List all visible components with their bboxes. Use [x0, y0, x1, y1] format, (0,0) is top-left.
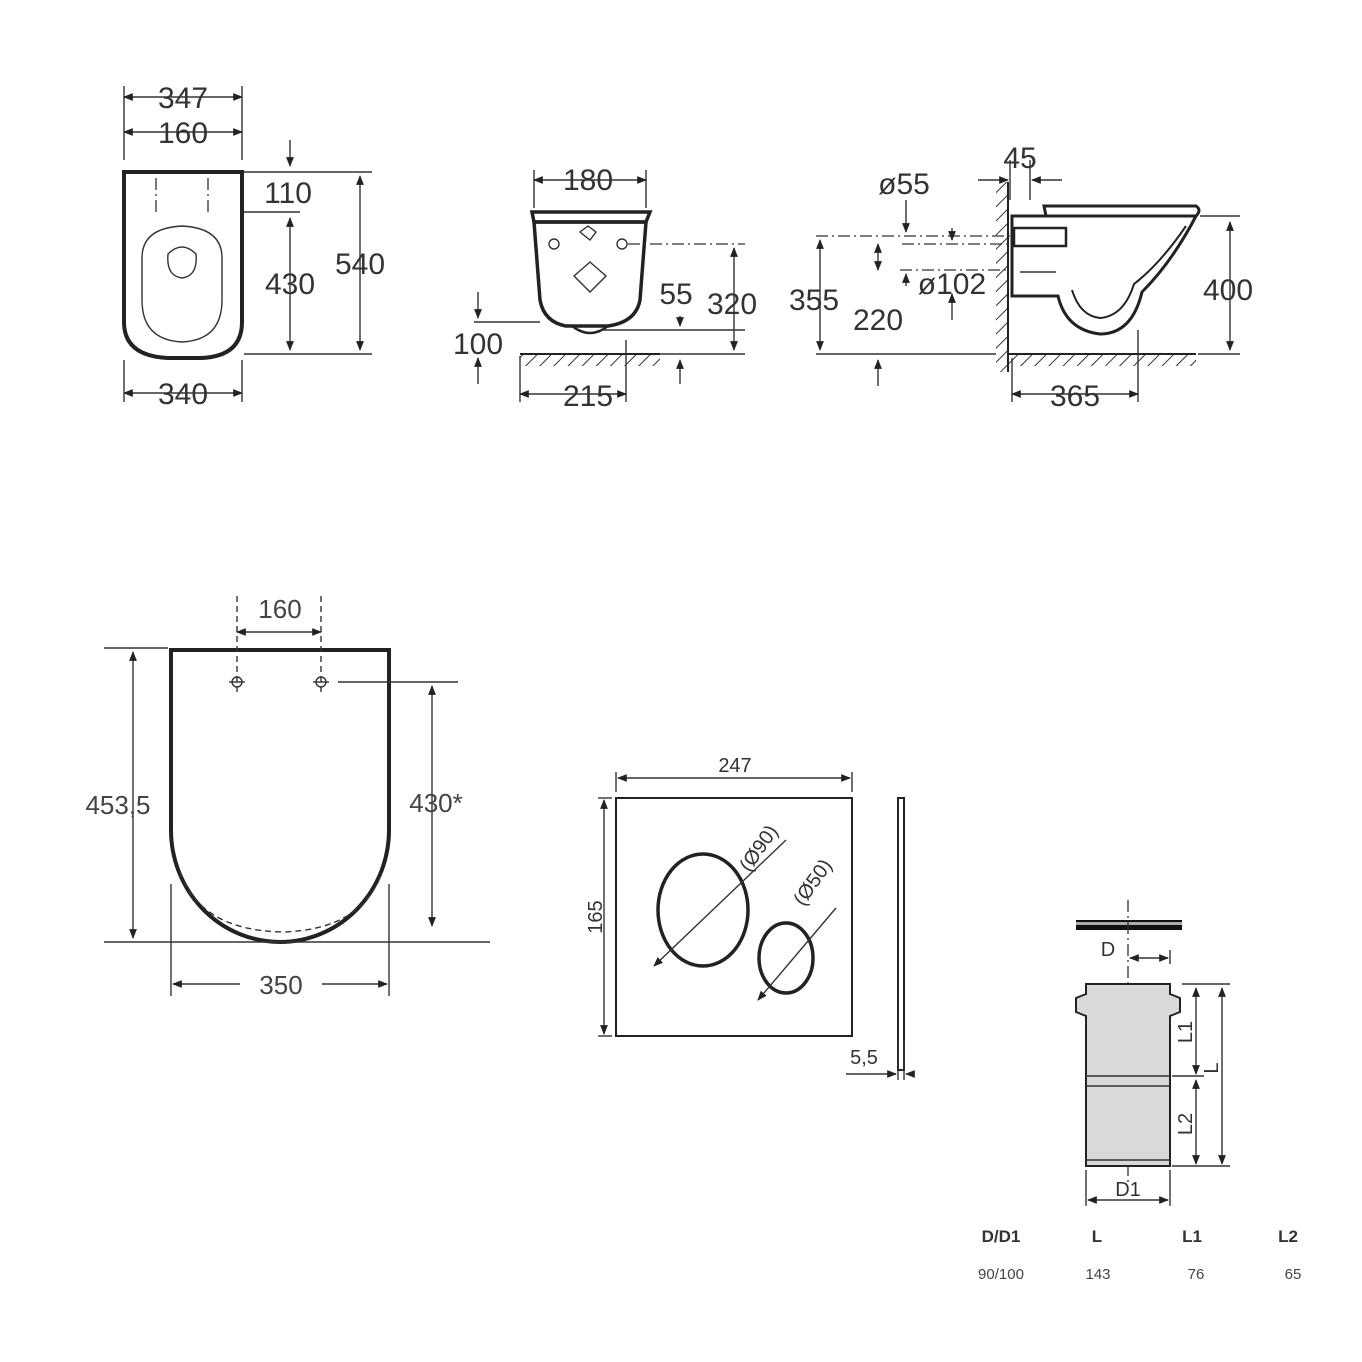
- dim-100: 100: [453, 328, 503, 361]
- table-header-l2: L2: [1278, 1227, 1298, 1246]
- toilet-top-view: 347 160 110 430 540 340: [122, 82, 385, 411]
- dim-247: 247: [718, 755, 751, 777]
- dim-347: 347: [158, 82, 208, 115]
- dim-5-5: 5,5: [850, 1047, 878, 1069]
- table-value-d: 90/100: [978, 1266, 1024, 1283]
- dim-phi50: (Ø50): [789, 855, 836, 909]
- dim-phi90: (Ø90): [735, 821, 782, 875]
- dim-215: 215: [563, 380, 613, 413]
- toilet-side-view: 45 ø55 355 220 ø102 400 365: [789, 142, 1253, 413]
- connector-pipe-drawing: D L1 L L2 D1: [1075, 900, 1230, 1206]
- dim-453-5: 453,5: [85, 790, 150, 820]
- connector-table: D/D1 L L1 L2 90/100 143 76 65: [978, 1227, 1301, 1283]
- dim-430-star: 430*: [409, 788, 463, 818]
- dim-45: 45: [1003, 142, 1036, 175]
- label-L2: L2: [1175, 1113, 1197, 1135]
- dim-180: 180: [563, 164, 613, 197]
- dim-220: 220: [853, 304, 903, 337]
- table-value-l2: 65: [1285, 1266, 1302, 1283]
- table-value-l: 143: [1085, 1266, 1110, 1283]
- label-D1: D1: [1115, 1179, 1141, 1201]
- dim-340: 340: [158, 378, 208, 411]
- table-header-d: D/D1: [982, 1227, 1021, 1246]
- dim-540: 540: [335, 248, 385, 281]
- label-L1: L1: [1175, 1021, 1197, 1043]
- dim-365: 365: [1050, 380, 1100, 413]
- label-D: D: [1101, 939, 1115, 961]
- dim-phi102: ø102: [918, 268, 986, 301]
- label-L: L: [1201, 1062, 1223, 1073]
- dim-430-top: 430: [265, 268, 315, 301]
- dim-320: 320: [707, 288, 757, 321]
- dim-350: 350: [259, 970, 302, 1000]
- flush-plate-drawing: 247 165 (Ø90) (Ø50) 5,5: [585, 755, 915, 1080]
- seat-drawing: 160 453,5 430* 350: [85, 594, 490, 1000]
- dim-355: 355: [789, 284, 839, 317]
- table-value-l1: 76: [1188, 1266, 1205, 1283]
- dim-160-top: 160: [158, 117, 208, 150]
- dim-55-back: 55: [659, 278, 692, 311]
- table-header-l: L: [1092, 1227, 1102, 1246]
- toilet-back-view: 180 55 320 100 215: [453, 164, 757, 413]
- dim-400: 400: [1203, 274, 1253, 307]
- dim-160-seat: 160: [258, 594, 301, 624]
- dim-phi55: ø55: [878, 168, 930, 201]
- dim-110: 110: [264, 177, 312, 210]
- dim-165: 165: [585, 900, 607, 933]
- table-header-l1: L1: [1182, 1227, 1202, 1246]
